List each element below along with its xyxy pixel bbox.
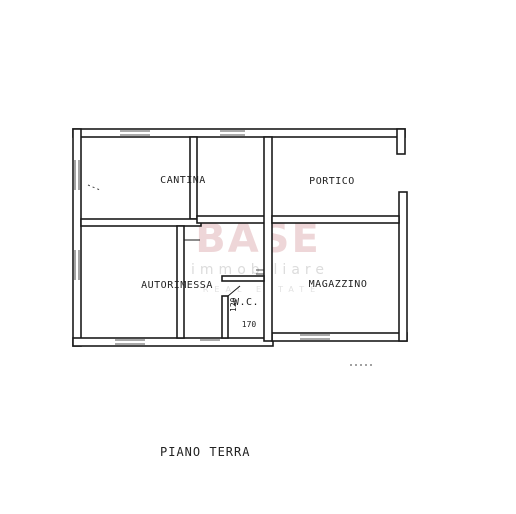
windows xyxy=(74,130,330,345)
room-label-wc: W.C. xyxy=(233,297,259,308)
doors xyxy=(87,184,375,366)
wc-depth-dimension: 170 xyxy=(242,320,257,329)
outer-walls xyxy=(72,128,408,347)
watermark-line2: REAL ESTATE xyxy=(203,285,321,294)
wc-width-dimension: 120 xyxy=(229,297,238,312)
interior-walls xyxy=(80,136,400,342)
room-label-magazzino: MAGAZZINO xyxy=(309,279,368,290)
floor-label: PIANO TERRA xyxy=(160,445,250,459)
room-label-cantina: CANTINA xyxy=(160,175,206,186)
room-label-autorimessa: AUTORIMESSA xyxy=(141,280,213,291)
room-label-portico: PORTICO xyxy=(309,176,355,187)
